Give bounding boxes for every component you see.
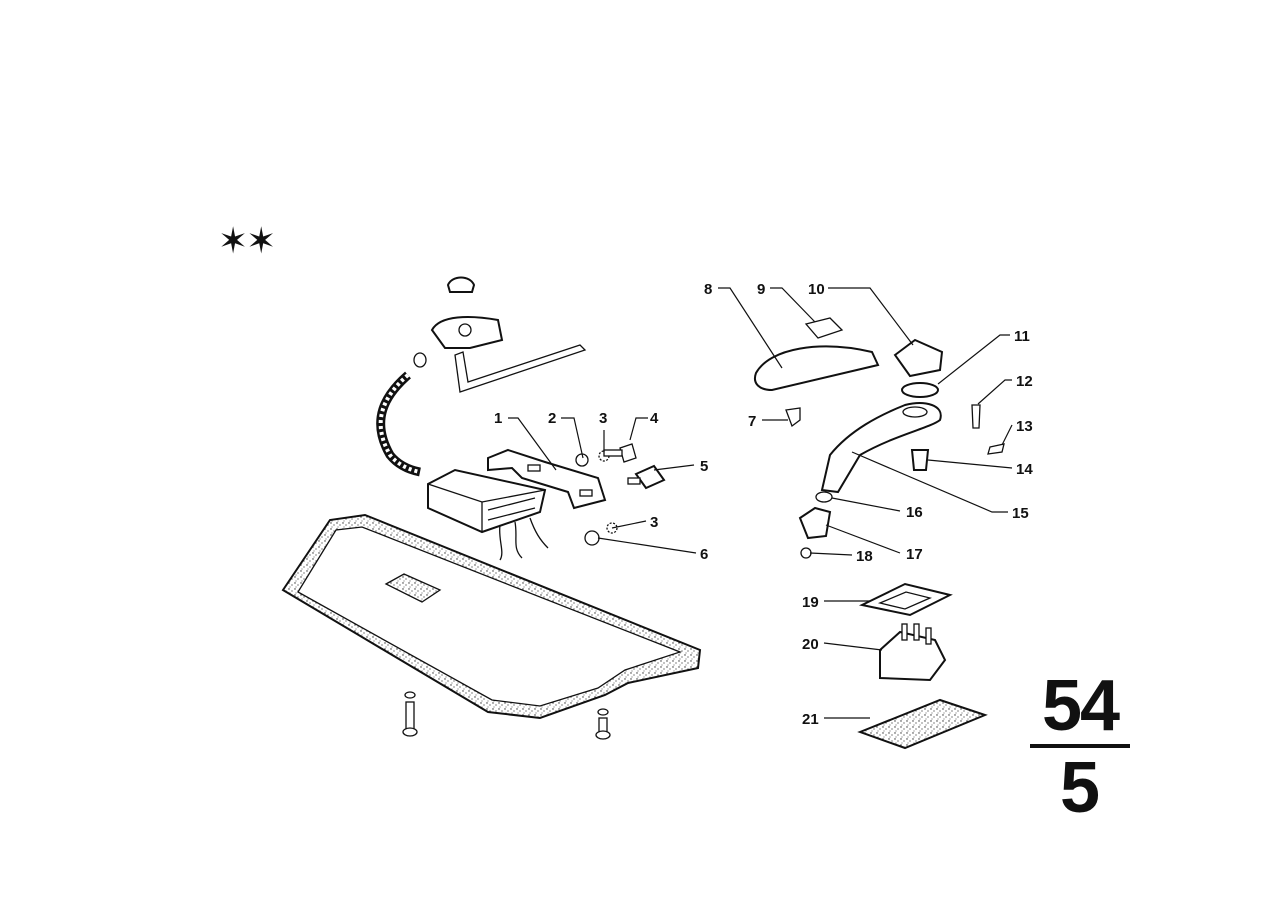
switch-frame-part (858, 582, 953, 617)
callout-9: 9 (757, 281, 765, 298)
group-number-major: 54 (1041, 666, 1120, 746)
mounting-bracket-part (487, 448, 607, 510)
callout-14: 14 (1016, 461, 1033, 478)
small-hardware-parts (575, 443, 666, 546)
callout-11: 11 (1014, 328, 1030, 345)
callout-4: 4 (650, 410, 659, 427)
callout-7: 7 (748, 413, 756, 430)
hook-rod-part (413, 276, 587, 393)
callout-1: 1 (494, 410, 502, 427)
control-box-part (427, 468, 549, 561)
group-number-minor: 5 (1059, 748, 1101, 828)
cable-hose-part (376, 371, 421, 477)
callout-12: 12 (1016, 373, 1033, 390)
callout-20: 20 (802, 636, 819, 653)
tray-screw-right-part (595, 708, 611, 740)
callout-3: 3 (599, 410, 607, 427)
group-number-divider (1030, 744, 1130, 748)
callout-16: 16 (906, 504, 923, 521)
pad-part (857, 698, 988, 750)
switch-part (879, 623, 947, 682)
callout-labels: 1 2 3 4 5 3 6 7 8 9 10 11 12 13 14 15 16… (494, 281, 1033, 728)
lever-small-parts (785, 404, 1005, 559)
callout-21: 21 (802, 711, 819, 728)
callout-18: 18 (856, 548, 873, 565)
callout-19: 19 (802, 594, 819, 611)
marker-stars: ✶✶ (218, 221, 276, 262)
handle-cover-part (754, 317, 944, 398)
tray-panel-part (281, 513, 702, 720)
group-number: 54 5 (1030, 670, 1130, 824)
lever-arm-part (820, 402, 942, 494)
callout-13: 13 (1016, 418, 1033, 435)
callout-15: 15 (1012, 505, 1029, 522)
callout-17: 17 (906, 546, 923, 563)
callout-5: 5 (700, 458, 708, 475)
callout-6: 6 (700, 546, 708, 563)
leader-lines (508, 287, 1013, 719)
callout-3: 3 (650, 514, 658, 531)
callout-2: 2 (548, 410, 556, 427)
tray-screw-left-part (402, 691, 418, 737)
callout-10: 10 (808, 281, 825, 298)
callout-8: 8 (704, 281, 712, 298)
